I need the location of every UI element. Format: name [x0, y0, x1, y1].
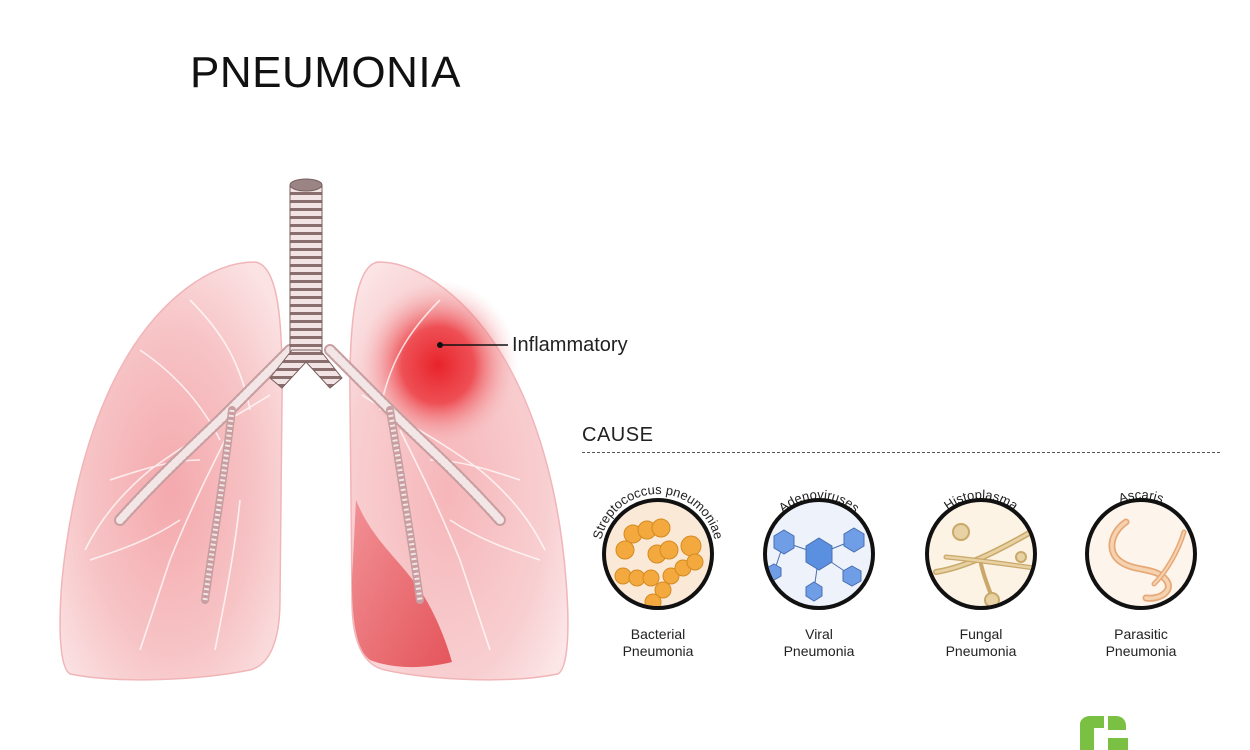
cause-fungal: Histoplasma [906, 472, 1056, 622]
caption-bacterial: Bacterial Pneumonia [583, 626, 733, 660]
cause-parasitic: Ascaris [1066, 472, 1216, 622]
caption-parasitic-line2: Pneumonia [1105, 643, 1177, 659]
virus-icon: Adenoviruses [763, 487, 875, 610]
caption-bacterial-line1: Bacterial [630, 626, 686, 642]
cause-heading: CAUSE [582, 424, 654, 446]
cause-divider [582, 452, 1220, 453]
trachea [269, 178, 343, 389]
caption-parasitic: Parasitic Pneumonia [1066, 626, 1216, 660]
caption-bacterial-line2: Pneumonia [622, 643, 694, 659]
cause-bacterial: Streptococcus pneumoniae [583, 472, 733, 622]
caption-fungal-line2: Pneumonia [945, 643, 1017, 659]
caption-viral: Viral Pneumonia [744, 626, 894, 660]
brand-logo-icon [1080, 716, 1128, 750]
caption-fungal-line1: Fungal [959, 626, 1003, 642]
caption-viral-line1: Viral [805, 626, 833, 642]
inflammatory-label: Inflammatory [512, 334, 628, 356]
caption-viral-line2: Pneumonia [783, 643, 855, 659]
caption-parasitic-line1: Parasitic [1114, 626, 1168, 642]
bacteria-icon: Streptococcus pneumoniae [590, 482, 726, 610]
lungs-illustration [59, 178, 569, 681]
worm-icon: Ascaris [1085, 487, 1197, 610]
callout-pointer [437, 342, 508, 348]
inflammation-area [358, 280, 518, 450]
bronchi [114, 344, 506, 604]
cause-viral: Adenoviruses [744, 472, 894, 622]
fungus-icon: Histoplasma [925, 487, 1037, 610]
consolidated-lobe [352, 500, 452, 668]
caption-fungal: Fungal Pneumonia [906, 626, 1056, 660]
page-title: PNEUMONIA [190, 48, 461, 97]
